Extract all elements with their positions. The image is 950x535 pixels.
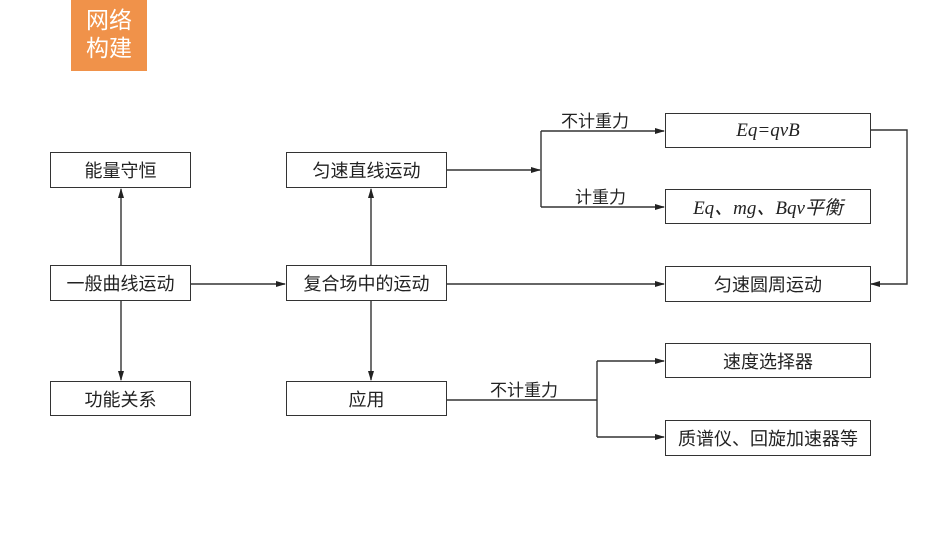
node-compound-field-motion: 复合场中的运动 [286,265,447,301]
node-uniform-circular-motion: 匀速圆周运动 [665,266,871,302]
edge-label-ignore-gravity-top: 不计重力 [561,112,629,132]
node-eq-qvb: Eq=qvB [665,113,871,148]
node-application: 应用 [286,381,447,416]
node-mass-spectrometer-cyclotron: 质谱仪、回旋加速器等 [665,420,871,456]
node-general-curve-motion: 一般曲线运动 [50,265,191,301]
badge-line-2: 构建 [86,36,132,62]
edge-label-with-gravity: 计重力 [575,188,626,208]
badge-line-1: 网络 [86,8,132,34]
node-work-energy-relation: 功能关系 [50,381,191,416]
node-velocity-selector: 速度选择器 [665,343,871,378]
node-force-balance: Eq、mg、Bqv平衡 [665,189,871,224]
edge-label-ignore-gravity-bottom: 不计重力 [490,381,558,401]
edge-eqqvb-to-circular [870,129,908,287]
node-uniform-linear-motion: 匀速直线运动 [286,152,447,188]
node-energy-conservation: 能量守恒 [50,152,191,188]
section-badge: 网络 构建 [71,0,147,71]
